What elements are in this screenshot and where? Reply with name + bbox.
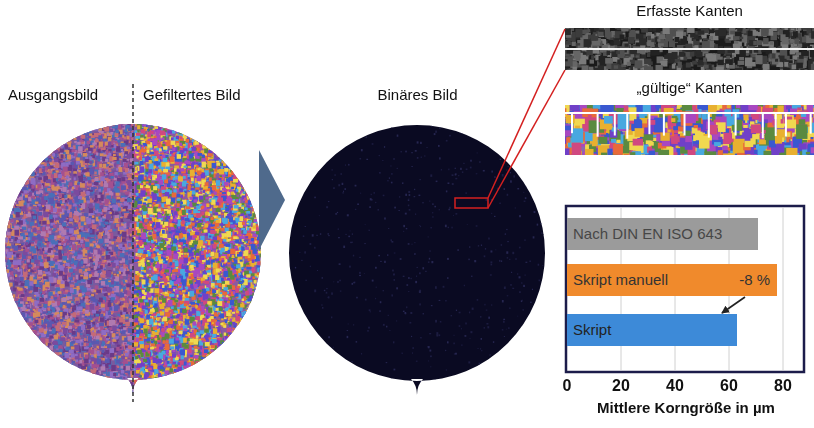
bar-label: -8 % xyxy=(739,271,770,289)
split-line xyxy=(132,84,134,402)
axis-tick: 20 xyxy=(612,377,630,395)
image-title: Binäres Bild xyxy=(289,86,546,104)
axis-tick: 0 xyxy=(563,377,572,395)
image-circle: AusgangsbildGefiltertes Bild xyxy=(5,124,262,381)
image-title: „gültige“ Kanten xyxy=(565,79,814,97)
bar: Nach DIN EN ISO 643 xyxy=(567,218,758,250)
change-arrow xyxy=(722,297,745,313)
bar-label: Skript xyxy=(573,321,611,339)
image-strip: Erfasste Kanten xyxy=(565,28,814,70)
zoom-frame xyxy=(455,198,488,208)
grid-line xyxy=(783,208,784,370)
bar-label: Skript manuell xyxy=(573,271,668,289)
chart-frame xyxy=(566,206,804,372)
image-strip: „gültige“ Kanten xyxy=(565,105,814,155)
image-title: Erfasste Kanten xyxy=(565,2,814,20)
axis-tick: 80 xyxy=(774,377,792,395)
image-title: Ausgangsbild xyxy=(8,86,98,104)
axis-tick: 40 xyxy=(666,377,684,395)
bar-label: Nach DIN EN ISO 643 xyxy=(573,225,722,243)
image-title: Gefiltertes Bild xyxy=(143,86,241,104)
zoom-leader xyxy=(488,29,565,198)
axis-tick: 60 xyxy=(720,377,738,395)
axis-title: Mittlere Korngröße in µm xyxy=(597,399,775,416)
process-arrow xyxy=(259,150,285,250)
zoom-leader xyxy=(488,70,565,208)
image-circle: Binäres Bild xyxy=(289,124,546,381)
bar: Skript xyxy=(567,314,737,346)
bar: Skript manuell -8 % xyxy=(567,264,777,296)
